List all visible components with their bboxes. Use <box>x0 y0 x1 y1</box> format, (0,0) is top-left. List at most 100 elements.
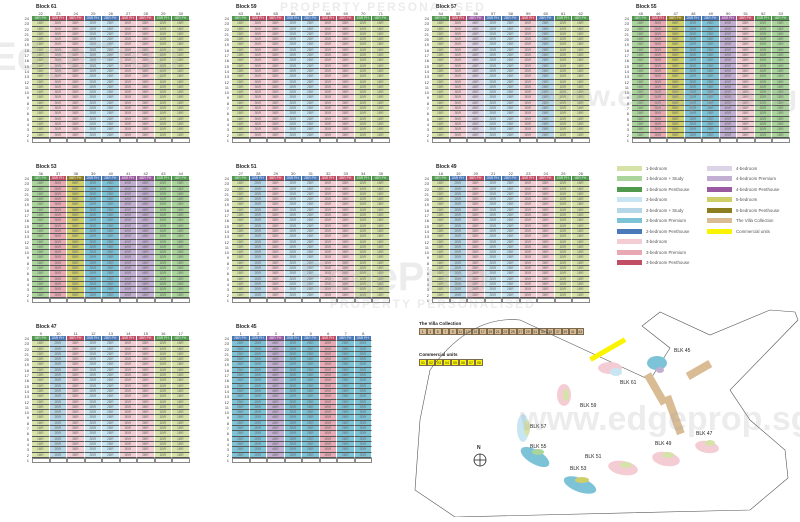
unit-cell: 1BR <box>754 121 772 128</box>
unit-cell: 2BR <box>537 95 555 101</box>
unit-cell: 1BR <box>32 441 50 448</box>
unit-number-header: 38 <box>73 171 78 176</box>
floor-label: 4 <box>426 281 429 287</box>
unit-cell: 2BR <box>354 415 372 421</box>
unit-cell: 2BR <box>354 452 372 458</box>
unit-cell: 2BR <box>84 100 102 107</box>
floor-label: 20 <box>424 37 429 43</box>
unit-cell: 2BR <box>249 452 267 458</box>
unit-cell: 1BR <box>754 47 772 54</box>
unit-cell: 1BR <box>572 95 590 101</box>
unit-cell: 3BR <box>67 373 85 379</box>
unit-cell: 2BR <box>102 341 120 347</box>
unit-cell: 2BR <box>102 26 120 32</box>
unit-cell: 1BR <box>372 84 390 91</box>
unit-cell: 5BR PH <box>667 16 685 22</box>
unit-cell: 1BR <box>772 21 790 27</box>
unit-cell: 4BR <box>719 111 737 117</box>
unit-cell: 1BR PH <box>554 176 572 182</box>
unit-cell: 3BR <box>649 111 667 117</box>
unit-cell: 2BR <box>684 116 702 122</box>
unit-cell: 1BR <box>754 84 772 91</box>
unit-cell: 1BR <box>772 47 790 54</box>
unit-cell: 3BR <box>649 116 667 122</box>
unit-cell: 3BR <box>249 95 267 101</box>
unit-cell: 1BR <box>172 431 190 437</box>
unit-cell: 4BR <box>119 207 137 214</box>
unit-cell: 3BR <box>519 228 537 235</box>
floor-label: 17 <box>224 373 229 379</box>
unit-cell: 3BR <box>49 250 67 256</box>
unit-cell: 1BR <box>572 79 590 85</box>
unit-cell: 2BR <box>302 186 320 192</box>
unit-cell: 3BR <box>319 378 337 384</box>
unit-cell: 1BR <box>554 181 572 187</box>
unit-cell: 3BR <box>267 228 285 235</box>
unit-number-header: 19 <box>456 171 461 176</box>
unit-cell: 2BR <box>684 31 702 38</box>
unit-cell: 3BR <box>119 373 137 379</box>
legend-label: 4-bedroom Penthouse <box>736 186 780 192</box>
unit-cell: 4BR <box>267 373 285 379</box>
unit-cell: 3BR <box>519 292 537 298</box>
unit-cell: 3BR <box>49 213 67 219</box>
unit-cell: 2BR <box>502 234 520 240</box>
floor-label: 24 <box>224 16 229 21</box>
unit-cell: 2BR <box>284 447 302 453</box>
unit-cell: 2BR <box>102 357 120 363</box>
legend-item: 4-bedroom Premium <box>707 176 797 182</box>
legend-item: 3-bedroom Penthouse <box>617 260 707 266</box>
floor-label: 22 <box>24 346 29 352</box>
unit-number-header: 15 <box>143 331 148 336</box>
unit-cell: 3BR <box>67 127 85 133</box>
unit-cell: 2BR <box>102 74 120 80</box>
unit-cell: 3BR <box>137 415 155 421</box>
unit-cell: 2BR <box>84 378 102 384</box>
unit-cell: 4BR <box>467 121 485 128</box>
unit-cell: 3BR <box>319 239 337 245</box>
unit-cell: 3BR <box>67 447 85 453</box>
unit-cell: 2BR <box>84 121 102 128</box>
floor-label: 1 <box>226 457 229 463</box>
unit-cell: 3BR <box>649 74 667 80</box>
unit-cell: 2BR <box>354 441 372 448</box>
unit-cell: 2BR <box>537 47 555 54</box>
unit-cell: 1BR <box>432 68 450 75</box>
unit-cell: 2BR <box>284 68 302 75</box>
legend-item: Commercial units <box>707 228 797 234</box>
unit-cell: 2BR <box>249 431 267 437</box>
unit-cell: 3BR <box>137 47 155 54</box>
unit-cell: 1BR <box>172 68 190 75</box>
unit-cell: 3BR <box>519 186 537 192</box>
unit-cell: 4BR <box>267 436 285 442</box>
floor-label: 15 <box>224 223 229 229</box>
unit-cell: 1BR <box>432 74 450 80</box>
unit-cell: 2BR PH <box>484 176 502 182</box>
floor-label: 8 <box>26 260 29 266</box>
unit-number-header: 58 <box>508 11 513 16</box>
unit-cell: 4BR <box>719 74 737 80</box>
unit-cell: 3BR <box>537 234 555 240</box>
unit-cell: 1BR <box>154 452 172 458</box>
unit-cell: 1BR <box>172 228 190 235</box>
unit-cell: 2BR <box>702 79 720 85</box>
unit-cell: 2BR <box>484 244 502 251</box>
floor-label: 5 <box>426 276 429 282</box>
unit-number-header: 4 <box>292 331 295 336</box>
unit-cell: 3BR <box>137 90 155 96</box>
unit-cell: 2BR <box>684 111 702 117</box>
unit-cell: 2BR <box>84 399 102 405</box>
unit-cell: 2BR <box>449 287 467 293</box>
unit-cell: 2BR <box>484 202 502 208</box>
floor-label: 21 <box>424 31 429 37</box>
unit-cell: 1BR <box>772 58 790 64</box>
unit-cell: 2BR <box>284 452 302 458</box>
unit-cell: 3BR <box>449 127 467 133</box>
unit-cell: 1BR <box>572 111 590 117</box>
unit-cell: 3BR <box>119 79 137 85</box>
unit-cell: 1BR <box>154 351 172 358</box>
unit-cell: 1BR <box>554 244 572 251</box>
unit-cell: 2BR <box>449 191 467 198</box>
unit-cell: 3BR <box>537 218 555 224</box>
floor-label: 21 <box>424 191 429 197</box>
